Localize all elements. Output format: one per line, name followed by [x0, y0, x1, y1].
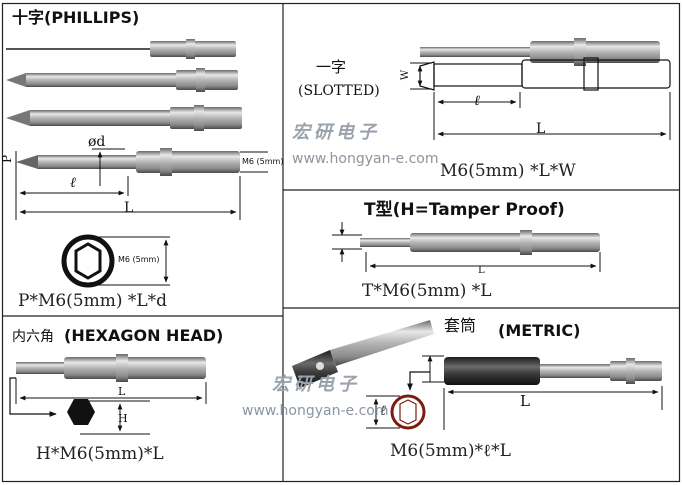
watermark-cn-top: 宏研电子	[292, 122, 380, 143]
tamper-proof-bit	[332, 222, 601, 272]
phillips-small-l-label: ℓ	[70, 175, 76, 191]
metric-socket-drawing	[366, 355, 663, 430]
slotted-dimension-drawing	[410, 57, 671, 140]
phillips-l-label: L	[124, 200, 134, 216]
slotted-title-en: (SLOTTED)	[298, 83, 380, 99]
metric-title-en: (METRIC)	[498, 321, 581, 340]
metric-formula: M6(5mm)*ℓ*L	[390, 441, 511, 461]
hexagon-title-cn: 内六角	[12, 329, 54, 345]
phillips-formula: P*M6(5mm) *L*d	[18, 291, 168, 311]
watermark-url-bottom: www.hongyan-e.com	[242, 403, 389, 419]
phillips-hex-cross-section	[61, 234, 170, 288]
slotted-small-l-label: ℓ	[474, 93, 480, 109]
hexagon-title-en: (HEXAGON HEAD)	[64, 326, 224, 345]
phillips-bit-medium	[6, 68, 238, 92]
phillips-m6-tag: M6 (5mm)	[242, 157, 284, 166]
phillips-p-label: P	[0, 154, 15, 164]
phillips-title: 十字(PHILLIPS)	[12, 8, 140, 27]
slotted-l-label: L	[536, 121, 546, 137]
metric-socket-photo	[292, 320, 434, 388]
hexagon-formula: H*M6(5mm)*L	[36, 444, 164, 464]
hexagon-l-label: L	[118, 385, 126, 398]
metric-title-cn: 套筒	[444, 316, 477, 335]
watermark-url-top: www.hongyan-e.com	[292, 151, 439, 167]
phillips-ring-m6-label: M6 (5mm)	[118, 255, 160, 264]
phillips-od-label: ød	[88, 134, 106, 150]
slotted-formula: M6(5mm) *L*W	[440, 161, 576, 181]
phillips-dimension-drawing	[15, 148, 268, 220]
phillips-bit-short	[6, 105, 242, 131]
tamper-title: T型(H=Tamper Proof)	[364, 200, 565, 220]
slotted-title-cn: 一字	[316, 58, 347, 76]
metric-l-label: L	[520, 392, 530, 410]
hexagon-head-bit	[9, 354, 207, 435]
slotted-bit-photo	[420, 38, 660, 66]
phillips-bit-long	[6, 39, 236, 59]
hexagon-h-label: H	[118, 412, 128, 425]
tamper-formula: T*M6(5mm) *L	[362, 281, 492, 301]
metric-small-l-label: ℓ	[380, 403, 386, 419]
tamper-l-label: L	[478, 265, 485, 276]
watermark-cn-bottom: 宏研电子	[272, 374, 360, 395]
slotted-w-label: W	[400, 69, 412, 81]
